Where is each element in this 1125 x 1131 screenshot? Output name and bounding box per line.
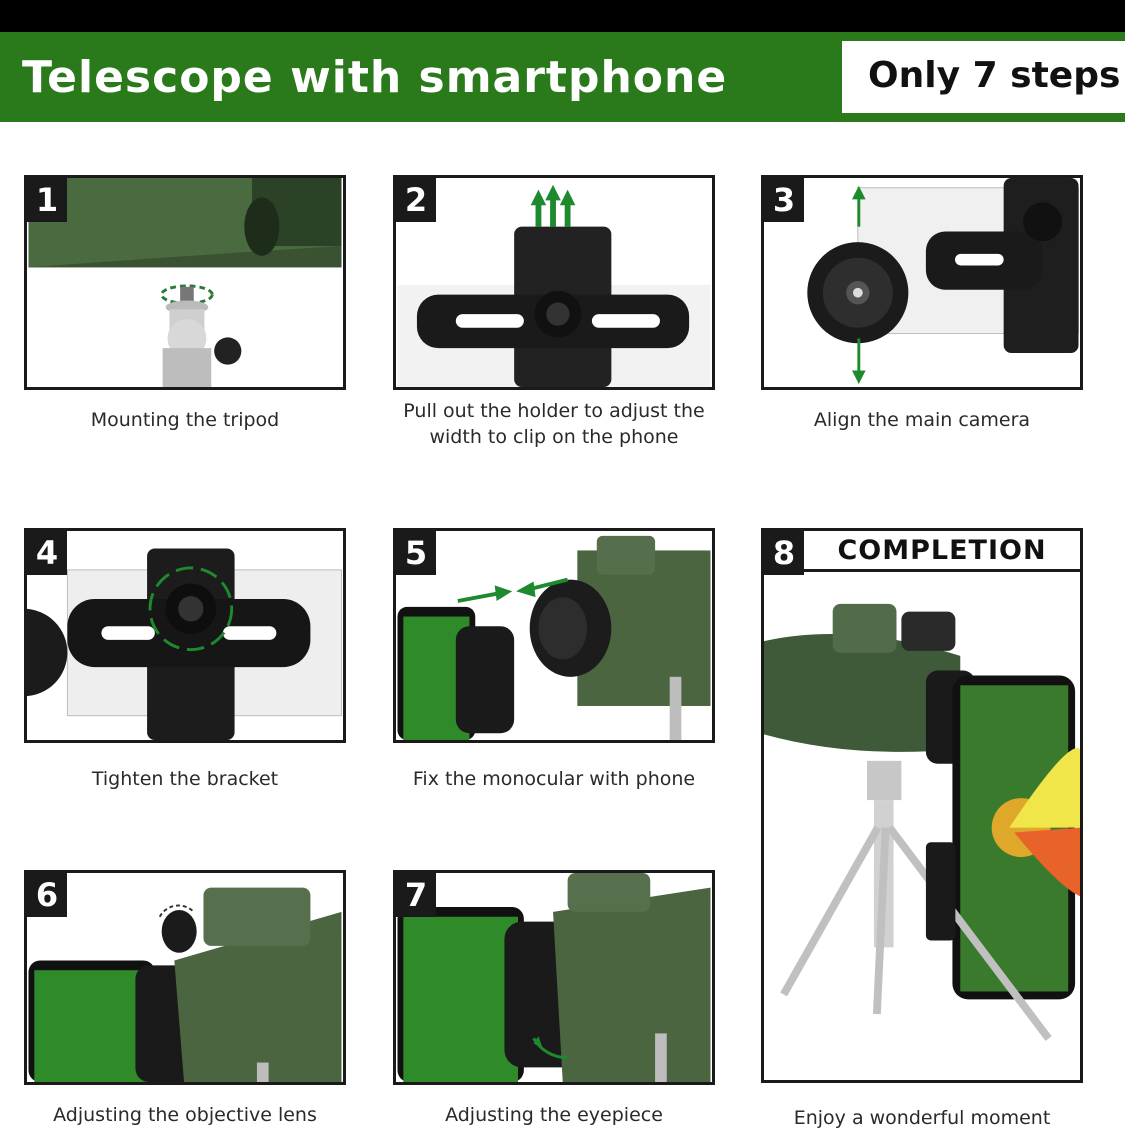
step-3-caption: Align the main camera xyxy=(813,409,1031,431)
step-4-caption: Tighten the bracket xyxy=(91,768,279,790)
step-8-panel: 8 COMPLETION xyxy=(761,528,1083,1083)
step-6-number: 6 xyxy=(27,873,67,917)
step-1-caption: Mounting the tripod xyxy=(90,409,280,431)
step-2-panel: 2 xyxy=(393,175,715,390)
completion-title: COMPLETION xyxy=(804,531,1080,572)
tighten-bracket-illustration xyxy=(27,548,342,740)
step-7-panel: 7 xyxy=(393,870,715,1085)
step-6-panel: 6 xyxy=(24,870,346,1085)
steps-badge-label: Only 7 steps xyxy=(868,55,1121,96)
tripod-mount-illustration xyxy=(28,178,342,387)
step-2-number: 2 xyxy=(396,178,436,222)
step-5-number: 5 xyxy=(396,531,436,575)
step-5-caption: Fix the monocular with phone xyxy=(412,768,696,790)
step-1-number: 1 xyxy=(27,178,67,222)
header-banner: Telescope with smartphone Only 7 steps xyxy=(0,32,1125,122)
step-7-number: 7 xyxy=(396,873,436,917)
step-6-caption: Adjusting the objective lens xyxy=(53,1104,317,1126)
step-8-number: 8 xyxy=(764,531,804,575)
step-3-number: 3 xyxy=(764,178,804,222)
step-2-caption: Pull out the holder to adjust the width … xyxy=(403,400,705,448)
step-8-caption: Enjoy a wonderful moment xyxy=(793,1107,1051,1129)
top-black-bar xyxy=(0,0,1125,32)
align-camera-illustration xyxy=(807,178,1079,385)
step-3-panel: 3 xyxy=(761,175,1083,390)
step-4-number: 4 xyxy=(27,531,67,575)
step-7-caption: Adjusting the eyepiece xyxy=(445,1104,663,1126)
fix-monocular-illustration xyxy=(397,535,711,740)
step-5-panel: 5 xyxy=(393,528,715,743)
step-1-panel: 1 xyxy=(24,175,346,390)
step-4-panel: 4 xyxy=(24,528,346,743)
eyepiece-illustration xyxy=(397,873,711,1082)
objective-lens-illustration xyxy=(28,887,342,1082)
steps-badge: Only 7 steps xyxy=(842,41,1125,113)
completion-illustration xyxy=(764,603,1080,1041)
page-title: Telescope with smartphone xyxy=(22,52,728,103)
phone-holder-illustration xyxy=(397,184,711,387)
